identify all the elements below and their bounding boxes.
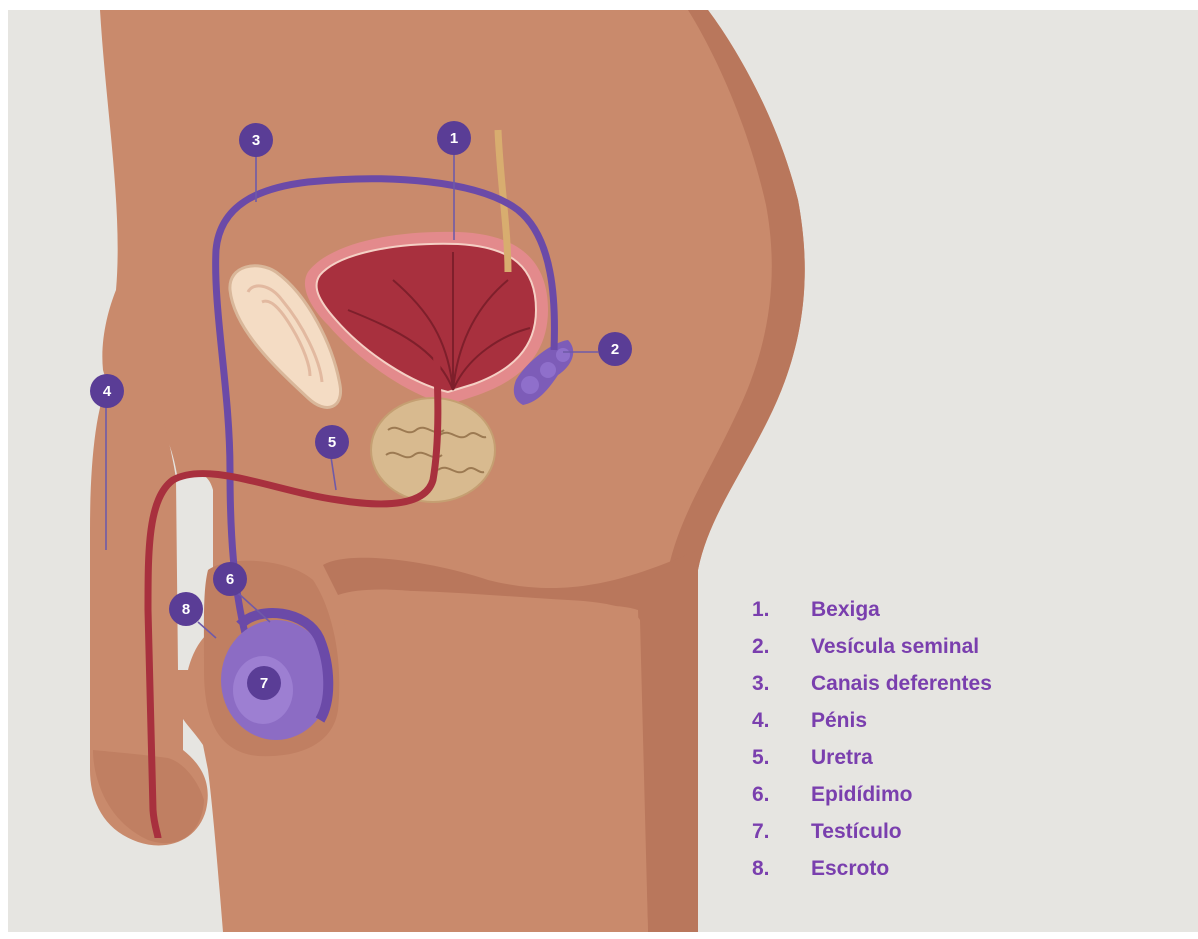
legend-number: 7.	[752, 818, 811, 855]
legend-item-scrotum: 8.Escroto	[752, 855, 992, 892]
legend-item-bladder: 1.Bexiga	[752, 596, 992, 633]
legend-item-testicle: 7.Testículo	[752, 818, 992, 855]
legend-label: Pénis	[811, 707, 867, 744]
callout-6: 6	[213, 562, 247, 596]
legend-label: Escroto	[811, 855, 889, 892]
callout-4: 4	[90, 374, 124, 408]
callout-4-label: 4	[103, 383, 112, 400]
legend-number: 8.	[752, 855, 811, 892]
legend-label: Epidídimo	[811, 781, 913, 818]
legend-number: 4.	[752, 707, 811, 744]
legend-number: 5.	[752, 744, 811, 781]
callout-6-label: 6	[226, 571, 234, 588]
diagram-canvas: 1 2 3 4 5 6 7 8 1.Bexig	[8, 10, 1198, 932]
legend-number: 3.	[752, 670, 811, 707]
legend-item-seminal-vesicle: 2.Vesícula seminal	[752, 633, 992, 670]
callout-7-label: 7	[260, 675, 268, 692]
callout-2-label: 2	[611, 341, 619, 358]
callout-3: 3	[239, 123, 273, 157]
legend-label: Vesícula seminal	[811, 633, 979, 670]
callout-2: 2	[598, 332, 632, 366]
anatomy-illustration: 1 2 3 4 5 6 7 8	[8, 10, 1198, 932]
callout-5-label: 5	[328, 434, 336, 451]
callout-1: 1	[437, 121, 471, 155]
legend-label: Testículo	[811, 818, 902, 855]
legend-label: Canais deferentes	[811, 670, 992, 707]
legend-item-urethra: 5.Uretra	[752, 744, 992, 781]
callout-1-label: 1	[450, 130, 458, 147]
legend-item-epididymis: 6.Epidídimo	[752, 781, 992, 818]
legend-label: Uretra	[811, 744, 873, 781]
legend-number: 6.	[752, 781, 811, 818]
callout-8: 8	[169, 592, 203, 626]
callout-3-label: 3	[252, 132, 260, 149]
legend-number: 1.	[752, 596, 811, 633]
legend-number: 2.	[752, 633, 811, 670]
legend-item-penis: 4.Pénis	[752, 707, 992, 744]
callout-8-label: 8	[182, 601, 190, 618]
callout-5: 5	[315, 425, 349, 459]
legend: 1.Bexiga 2.Vesícula seminal 3.Canais def…	[752, 596, 992, 892]
legend-label: Bexiga	[811, 596, 880, 633]
callout-7: 7	[247, 666, 281, 700]
legend-item-vas-deferens: 3.Canais deferentes	[752, 670, 992, 707]
